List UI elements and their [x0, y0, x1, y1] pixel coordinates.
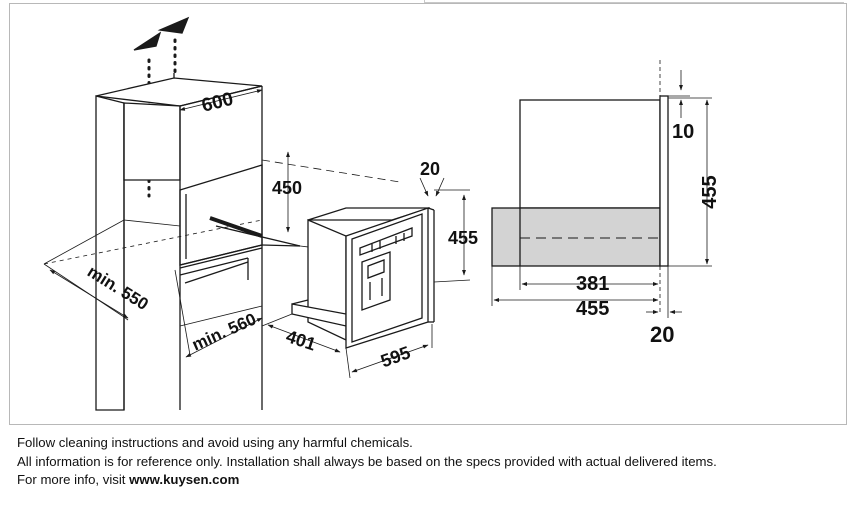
website-link[interactable]: www.kuysen.com — [129, 472, 240, 487]
info-note: For more info, visit www.kuysen.com — [17, 471, 717, 490]
dim-455-bottom: 455 — [576, 298, 609, 320]
cabinet-drawing — [43, 16, 401, 411]
dim-20-front: 20 — [420, 159, 440, 179]
cabinet-column — [123, 102, 181, 181]
dim-455-front: 455 — [448, 228, 478, 248]
niche-opening — [179, 164, 263, 266]
installation-diagram: 600 min. 550 450 min. 560 20 455 401 595… — [43, 16, 721, 411]
cleaning-note: Follow cleaning instructions and avoid u… — [17, 435, 413, 450]
dim-min-560: min. 560 — [189, 309, 259, 354]
side-front-plate — [659, 95, 669, 267]
dim-381: 381 — [576, 273, 609, 295]
diagram-frame — [9, 3, 847, 425]
dim-10: 10 — [672, 121, 694, 143]
top-rule — [424, 0, 844, 3]
dim-20-side: 20 — [650, 322, 674, 347]
side-appliance-body — [491, 207, 661, 267]
appliance-drawing — [261, 177, 471, 379]
dim-455-side: 455 — [699, 175, 721, 208]
side-cabinet — [519, 99, 661, 209]
footer-notes: Follow cleaning instructions and avoid u… — [17, 434, 717, 490]
side-view-drawing — [491, 60, 712, 318]
dim-401: 401 — [284, 326, 319, 354]
reference-note: All information is for reference only. I… — [17, 453, 717, 469]
appliance-front — [345, 207, 429, 349]
info-prefix: For more info, visit — [17, 472, 130, 487]
dim-595: 595 — [378, 342, 413, 371]
dim-450: 450 — [272, 178, 302, 198]
